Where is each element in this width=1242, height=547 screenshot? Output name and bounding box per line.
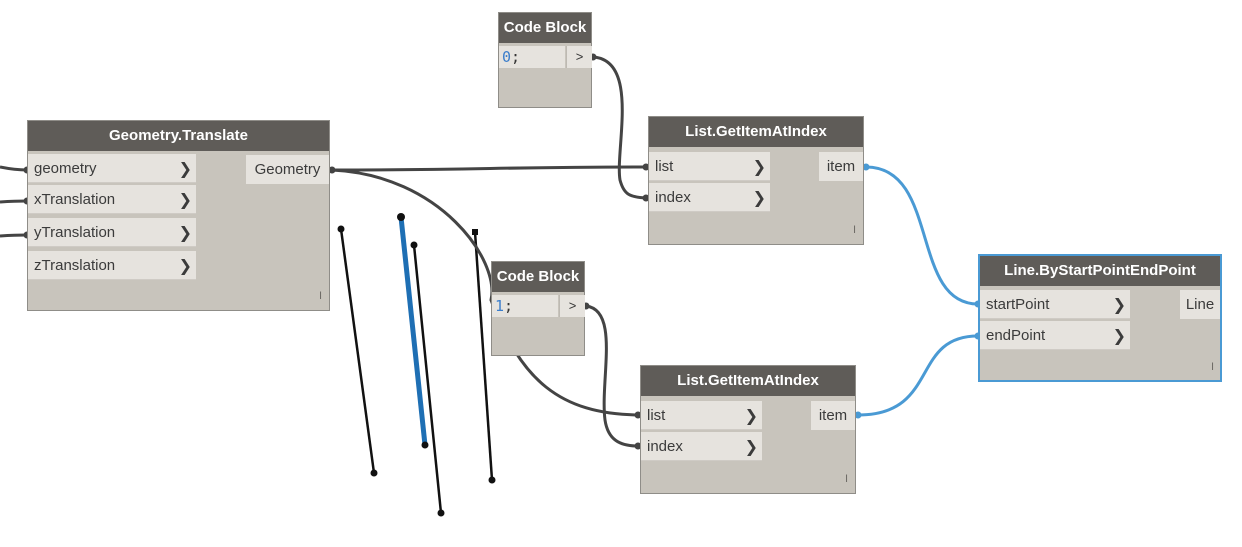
preview-line (412, 244, 443, 514)
preview-line (339, 228, 376, 474)
incoming-wires (0, 165, 28, 238)
preview-point (488, 476, 496, 484)
chevron-right-icon: ❯ (1112, 295, 1126, 314)
code-suffix: ; (511, 48, 521, 66)
output-port-code[interactable]: > (566, 46, 592, 68)
port-label: index (655, 189, 691, 206)
node-get-item-at-index-top[interactable]: List.GetItemAtIndex list ❯ index ❯ item … (648, 116, 864, 245)
port-label: index (647, 438, 683, 455)
output-port-item[interactable]: item (819, 152, 863, 181)
port-label: yTranslation (34, 224, 116, 241)
chevron-right-icon: ❯ (752, 157, 766, 176)
wire (0, 165, 28, 172)
input-port-index[interactable]: index ❯ (641, 432, 762, 461)
port-dot (642, 163, 650, 171)
wire (0, 233, 28, 238)
wire-item-to-startpoint (865, 165, 979, 306)
input-port-startpoint[interactable]: startPoint ❯ (980, 290, 1130, 319)
wire-geometry-to-list-top (331, 165, 647, 172)
node-title[interactable]: List.GetItemAtIndex (641, 366, 855, 396)
node-code-block-1[interactable]: Code Block 1; > (491, 261, 585, 356)
port-dot (328, 166, 336, 174)
code-editor[interactable]: 0; (499, 46, 565, 68)
resize-grip-icon[interactable]: I (1210, 361, 1214, 373)
output-port-geometry[interactable]: Geometry (246, 155, 329, 184)
preview-line (473, 231, 494, 481)
chevron-right-icon: ❯ (744, 437, 758, 456)
port-label: list (647, 407, 666, 424)
input-port-list[interactable]: list ❯ (649, 152, 770, 181)
chevron-right-icon: ❯ (752, 188, 766, 207)
connector-wires (331, 55, 647, 448)
port-label: list (655, 158, 674, 175)
node-title[interactable]: Geometry.Translate (28, 121, 329, 151)
port-dot (642, 194, 650, 202)
chevron-right-icon: ❯ (178, 256, 192, 275)
port-label: geometry (34, 160, 97, 177)
node-geometry-translate[interactable]: Geometry.Translate geometry ❯ xTranslati… (27, 120, 330, 311)
node-title[interactable]: List.GetItemAtIndex (649, 117, 863, 147)
preview-line-selected (398, 216, 428, 446)
wire-item-to-endpoint (857, 334, 979, 417)
wire-code0-to-index-top (592, 55, 647, 200)
node-title[interactable]: Line.ByStartPointEndPoint (980, 256, 1220, 286)
input-port-ytranslation[interactable]: yTranslation ❯ (28, 218, 196, 247)
output-port-item[interactable]: item (811, 401, 855, 430)
port-label: xTranslation (34, 191, 116, 208)
port-dot (634, 411, 642, 419)
chevron-right-icon: ❯ (1112, 326, 1126, 345)
preview-point (410, 241, 418, 249)
preview-point (437, 509, 445, 517)
code-number: 1 (495, 297, 505, 315)
resize-grip-icon[interactable]: I (852, 224, 856, 236)
output-port-code[interactable]: > (559, 295, 585, 317)
input-port-index[interactable]: index ❯ (649, 183, 770, 212)
preview-point (397, 213, 405, 221)
node-title[interactable]: Code Block (492, 262, 584, 292)
node-get-item-at-index-bottom[interactable]: List.GetItemAtIndex list ❯ index ❯ item … (640, 365, 856, 494)
chevron-right-icon: ❯ (744, 406, 758, 425)
active-wires (857, 165, 979, 417)
input-port-xtranslation[interactable]: xTranslation ❯ (28, 185, 196, 214)
geometry-preview (337, 213, 496, 517)
output-port-line[interactable]: Line (1180, 290, 1220, 319)
input-port-endpoint[interactable]: endPoint ❯ (980, 321, 1130, 350)
code-number: 0 (502, 48, 512, 66)
wire (0, 199, 28, 204)
preview-point (337, 225, 345, 233)
chevron-right-icon: ❯ (178, 223, 192, 242)
code-suffix: ; (504, 297, 514, 315)
port-dot (634, 442, 642, 450)
port-label: startPoint (986, 296, 1050, 313)
node-code-block-0[interactable]: Code Block 0; > (498, 12, 592, 108)
resize-grip-icon[interactable]: I (844, 473, 848, 485)
preview-point (421, 441, 429, 449)
input-port-geometry[interactable]: geometry ❯ (28, 154, 196, 183)
chevron-right-icon: ❯ (178, 159, 192, 178)
port-label: zTranslation (34, 257, 116, 274)
node-title[interactable]: Code Block (499, 13, 591, 43)
code-editor[interactable]: 1; (492, 295, 558, 317)
wire-code1-to-index-bottom (585, 304, 639, 448)
node-line-by-start-point-end-point[interactable]: Line.ByStartPointEndPoint startPoint ❯ e… (978, 254, 1222, 382)
port-label: endPoint (986, 327, 1046, 344)
chevron-right-icon: ❯ (178, 190, 192, 209)
preview-point (370, 469, 378, 477)
preview-point (472, 229, 478, 235)
input-port-list[interactable]: list ❯ (641, 401, 762, 430)
input-port-ztranslation[interactable]: zTranslation ❯ (28, 251, 196, 280)
resize-grip-icon[interactable]: I (318, 290, 322, 302)
port-dot (862, 163, 870, 171)
port-dot (854, 411, 862, 419)
